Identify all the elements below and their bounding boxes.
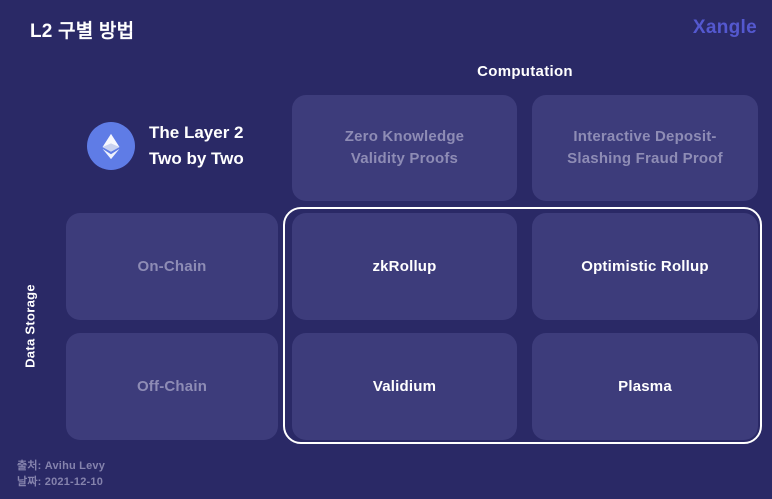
row-header-on-chain: On-Chain <box>66 213 278 320</box>
column-header-line2: Slashing Fraud Proof <box>567 150 723 167</box>
column-header-zero-knowledge: Zero Knowledge Validity Proofs <box>292 95 517 201</box>
row-header-off-chain: Off-Chain <box>66 333 278 440</box>
legend: The Layer 2 Two by Two <box>87 119 278 173</box>
matrix-cell-plasma: Plasma <box>532 333 758 440</box>
matrix-cell-validium: Validium <box>292 333 517 440</box>
legend-caption-line2: Two by Two <box>149 149 244 168</box>
row-axis-label: Data Storage <box>22 284 38 368</box>
ethereum-icon <box>87 122 135 170</box>
page-title: L2 구별 방법 <box>30 21 135 42</box>
xangle-logo: Xangle <box>692 17 757 38</box>
legend-caption: The Layer 2 Two by Two <box>149 120 244 172</box>
column-header-line1: Zero Knowledge <box>344 128 465 145</box>
footer-date: 날짜: 2021-12-10 <box>17 476 104 488</box>
footer-source: 출처: Avihu Levy <box>17 460 106 472</box>
column-header-fraud-proof: Interactive Deposit- Slashing Fraud Proo… <box>532 95 758 201</box>
footer: 출처: Avihu Levy 날짜: 2021-12-10 <box>17 458 105 490</box>
legend-caption-line1: The Layer 2 <box>149 123 244 142</box>
matrix-cell-optimistic-rollup: Optimistic Rollup <box>532 213 758 320</box>
column-header-line2: Validity Proofs <box>350 150 459 167</box>
column-header-line1: Interactive Deposit- <box>573 128 717 145</box>
matrix-cell-zkrollup: zkRollup <box>292 213 517 320</box>
column-axis-label: Computation <box>477 63 573 80</box>
